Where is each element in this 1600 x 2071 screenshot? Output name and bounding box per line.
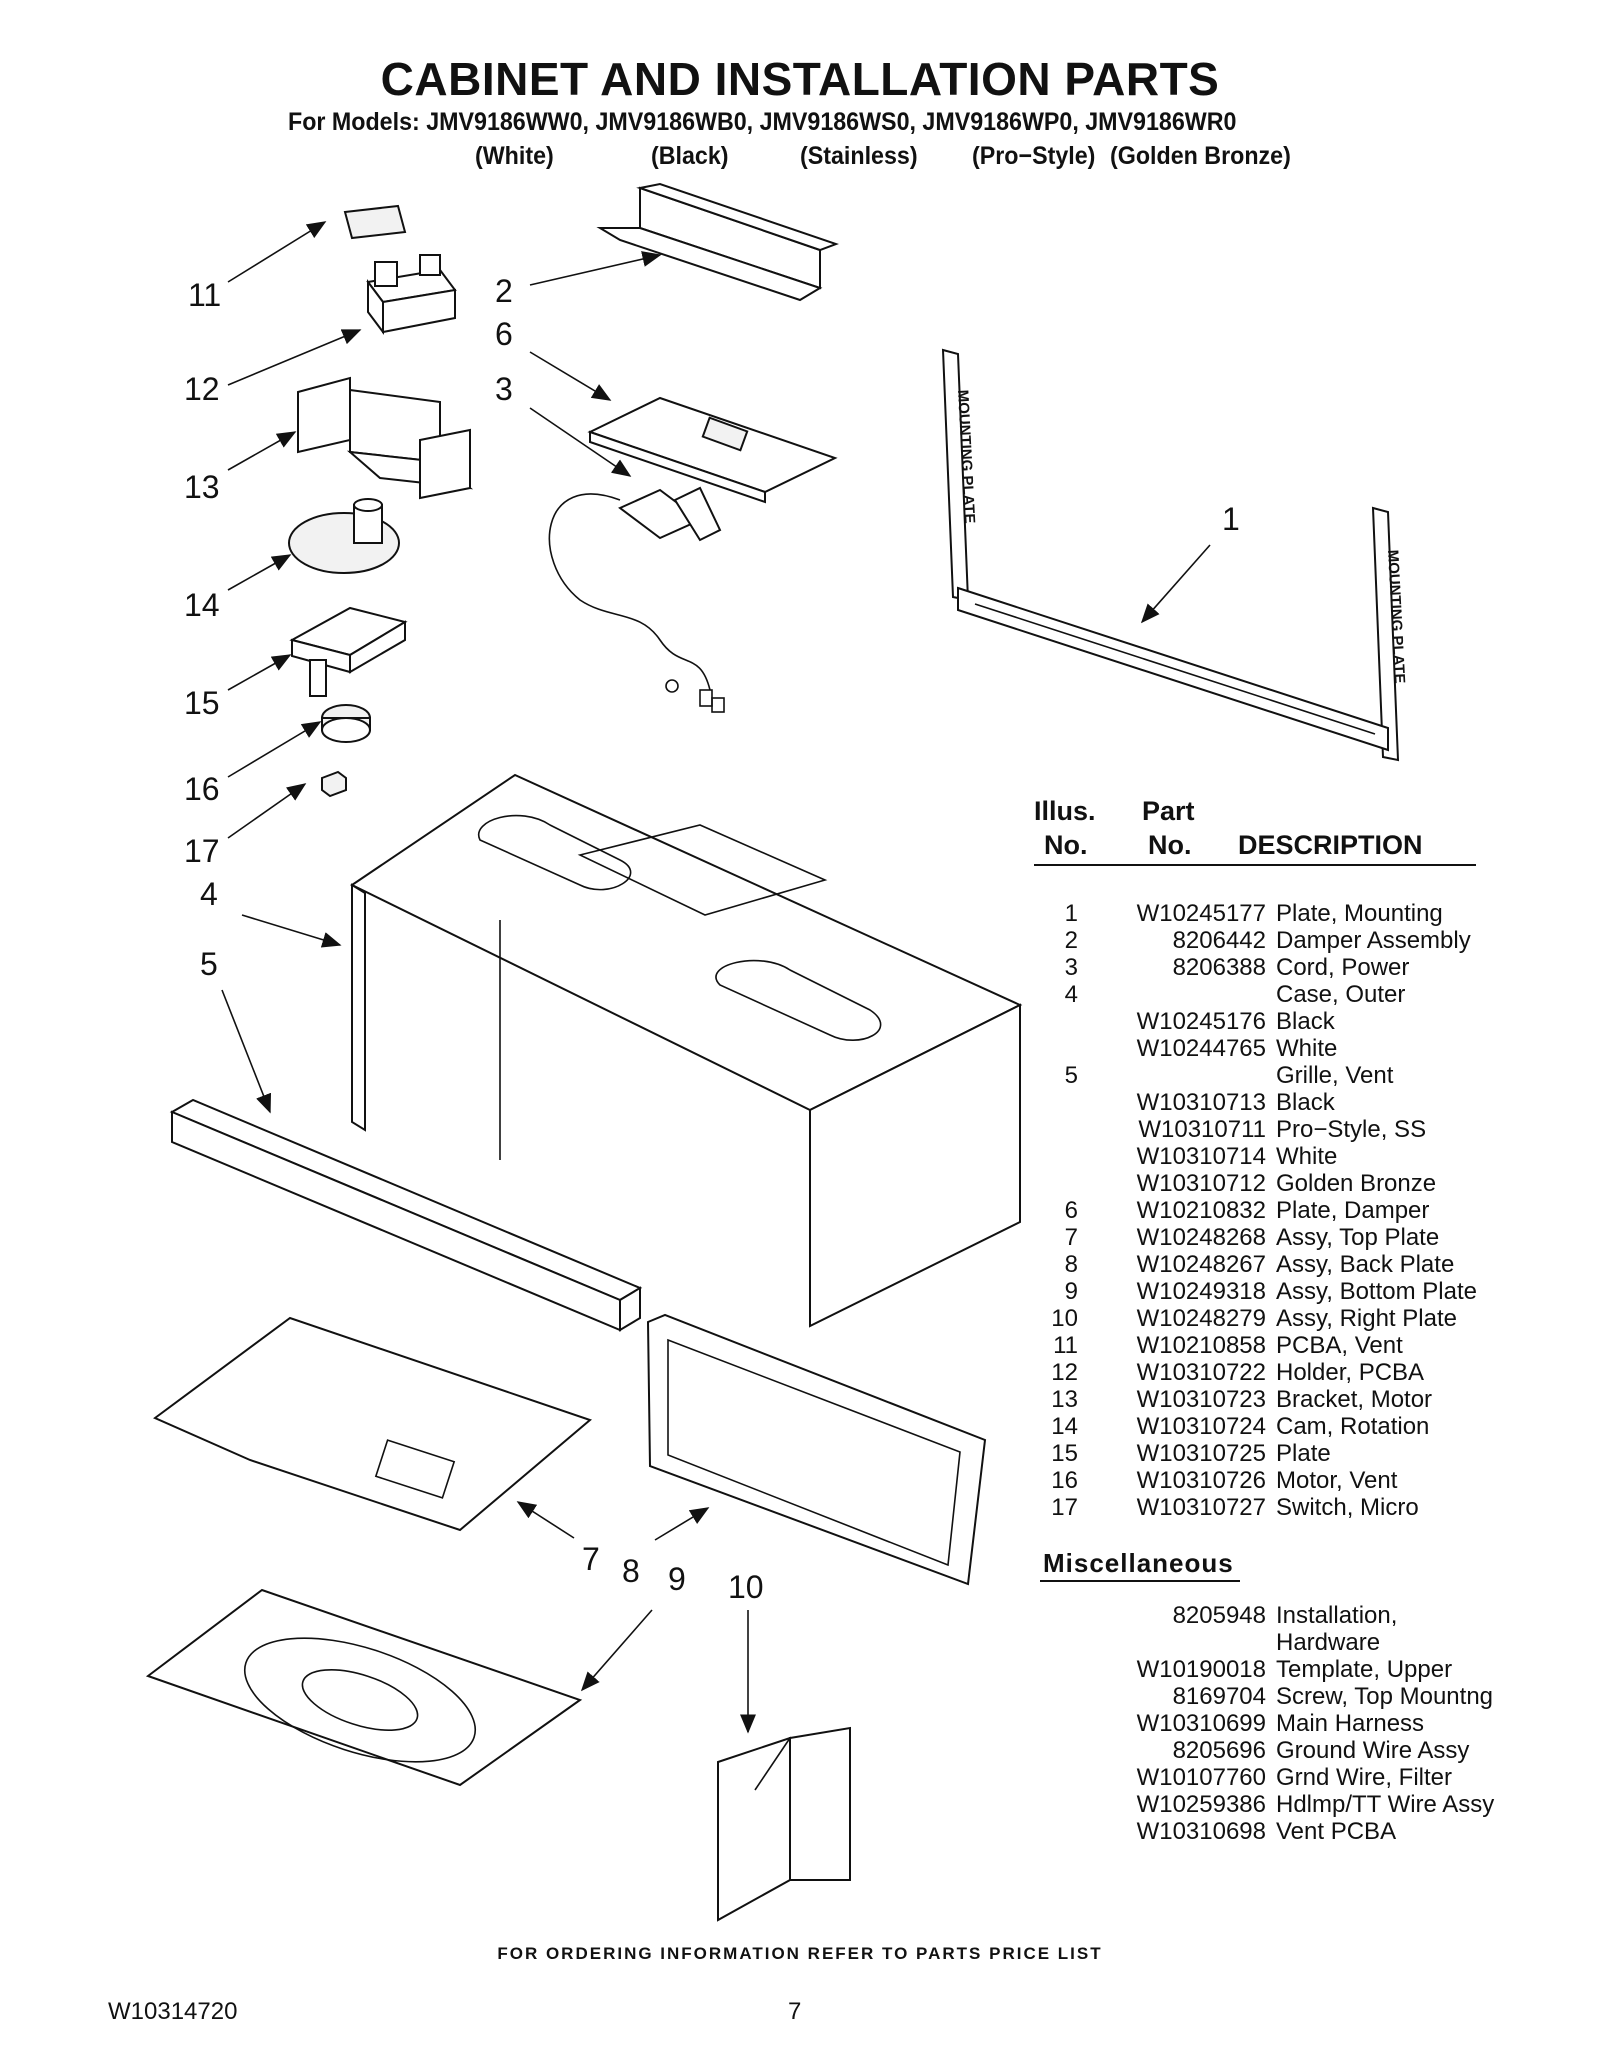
callout-7: 7 — [582, 1541, 600, 1577]
col-header-illus-2: No. — [1044, 830, 1088, 860]
callout-numbers: 1 2 3 4 5 6 7 8 9 10 11 12 13 14 15 16 1… — [184, 273, 1240, 1605]
page-title: CABINET AND INSTALLATION PARTS — [380, 53, 1220, 105]
document-number: W10314720 — [108, 1998, 238, 2025]
callout-17: 17 — [184, 833, 220, 869]
callout-10: 10 — [728, 1569, 764, 1605]
callout-6: 6 — [495, 316, 513, 352]
part-7-top-plate — [153, 1316, 592, 1532]
variant-black: (Black) — [651, 142, 729, 170]
callout-14: 14 — [184, 587, 220, 623]
callout-13: 13 — [184, 469, 220, 505]
variant-pro-style: (Pro−Style) — [972, 142, 1096, 170]
variant-golden-bronze: (Golden Bronze) — [1110, 142, 1291, 170]
part-16-motor-vent — [321, 704, 371, 743]
part-13-bracket-motor — [297, 376, 474, 500]
variant-white: (White) — [475, 142, 554, 170]
part-5-grille-vent — [169, 1098, 643, 1332]
part-14-cam-rotation — [288, 498, 400, 574]
callout-12: 12 — [184, 371, 220, 407]
part-10-right-plate — [717, 1726, 851, 1922]
col-header-part-1: Part — [1142, 796, 1195, 826]
part-6-plate-damper — [587, 396, 838, 504]
callout-11: 11 — [188, 277, 221, 313]
part-3-cord-power — [548, 486, 725, 713]
col-header-part-2: No. — [1148, 830, 1192, 860]
callout-5: 5 — [200, 946, 218, 982]
callout-4: 4 — [200, 876, 218, 912]
misc-section-title: Miscellaneous — [1043, 1548, 1234, 1578]
part-2-damper-assembly — [596, 182, 839, 302]
callout-8: 8 — [622, 1553, 640, 1589]
part-11-pcba-vent — [343, 204, 407, 240]
page-number: 7 — [788, 1998, 802, 2025]
models-line: For Models: JMV9186WW0, JMV9186WB0, JMV9… — [288, 108, 1237, 136]
callout-3: 3 — [495, 371, 513, 407]
callout-2: 2 — [495, 273, 513, 309]
mounting-plate-label-right: MOUNTING PLATE — [1384, 549, 1408, 684]
part-17-switch-micro — [321, 770, 347, 798]
leader-lines — [221, 221, 1211, 1734]
part-4-case-outer — [350, 773, 1023, 1328]
col-header-illus-1: Illus. — [1034, 796, 1096, 826]
col-header-description: DESCRIPTION — [1238, 830, 1423, 860]
variant-stainless: (Stainless) — [800, 142, 918, 170]
part-15-plate — [289, 606, 408, 697]
callout-15: 15 — [184, 685, 220, 721]
callout-9: 9 — [668, 1561, 686, 1597]
part-8-back-plate — [646, 1313, 987, 1586]
ordering-note: FOR ORDERING INFORMATION REFER TO PARTS … — [497, 1944, 1103, 1963]
part-1-plate-mounting: MOUNTING PLATE MOUNTING PLATE — [941, 348, 1408, 762]
part-9-bottom-plate — [145, 1588, 583, 1787]
misc-title-rule — [1040, 1580, 1240, 1582]
callout-1: 1 — [1222, 501, 1240, 537]
table-header-rule — [1034, 864, 1476, 866]
part-12-holder-pcba — [366, 254, 457, 335]
mounting-plate-label-left: MOUNTING PLATE — [954, 389, 978, 524]
callout-16: 16 — [184, 771, 220, 807]
